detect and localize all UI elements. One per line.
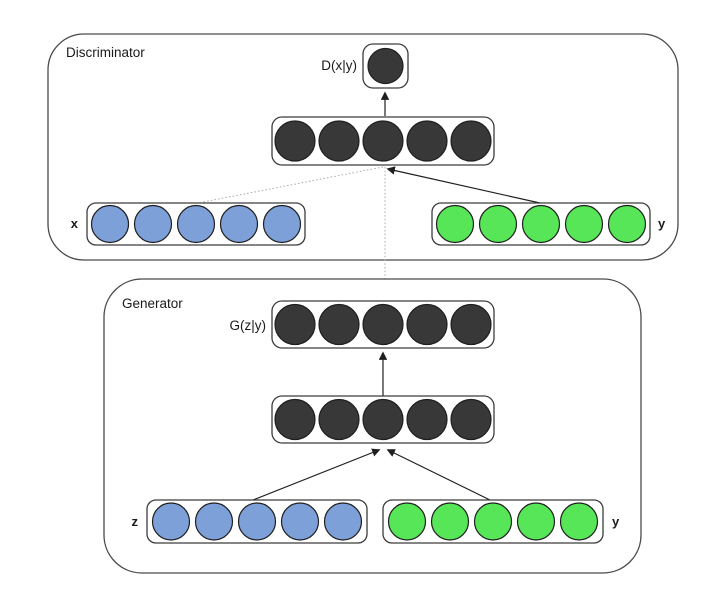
discriminator-input-y-node <box>478 204 518 244</box>
generator-input-y-node <box>473 502 513 541</box>
connection-y-to-hidden <box>386 166 541 204</box>
discriminator-input-x-label: x <box>71 216 79 231</box>
discriminator-hidden-node <box>406 120 448 162</box>
generator-hidden-nodes <box>274 398 492 441</box>
generator-input-z-nodes <box>151 502 363 541</box>
discriminator-input-x-node <box>90 204 130 244</box>
discriminator-input-x-node <box>176 204 216 244</box>
generator-input-z-node <box>194 502 234 541</box>
discriminator-hidden-node <box>274 120 316 162</box>
discriminator-output-label: D(x|y) <box>321 58 357 73</box>
discriminator-input-y-node <box>521 204 561 244</box>
discriminator-hidden-node <box>318 120 360 162</box>
generator-output-node <box>450 303 492 346</box>
discriminator-input-y-label: y <box>658 216 666 231</box>
discriminator-title: Discriminator <box>66 45 145 60</box>
discriminator-hidden-node <box>362 120 404 162</box>
generator-hidden-node <box>362 398 404 441</box>
generator-output-node <box>318 303 360 346</box>
generator-input-y-nodes <box>387 502 599 541</box>
generator-input-z-node <box>280 502 320 541</box>
generator-input-y-label: y <box>612 514 620 529</box>
generator-input-z-label: z <box>132 514 139 529</box>
generator-input-z-node <box>237 502 277 541</box>
discriminator-hidden-nodes <box>274 120 492 162</box>
discriminator-input-y-node <box>435 204 475 244</box>
discriminator-input-x-node <box>262 204 302 244</box>
connection-hidden-to-x-dotted <box>202 166 384 203</box>
generator-output-node <box>406 303 448 346</box>
discriminator-output-nodes <box>367 47 404 85</box>
generator-output-nodes <box>274 303 492 346</box>
generator-output-label: G(z|y) <box>230 318 267 333</box>
generator-title: Generator <box>122 296 183 311</box>
connection-z-to-hidden <box>252 448 381 501</box>
discriminator-hidden-node <box>450 120 492 162</box>
generator-input-y-node <box>387 502 427 541</box>
generator-hidden-node <box>450 398 492 441</box>
discriminator-output-node <box>367 47 404 85</box>
generator-hidden-node <box>274 398 316 441</box>
discriminator-input-y-node <box>607 204 647 244</box>
generator-input-z-node <box>151 502 191 541</box>
generator-input-y-node <box>516 502 556 541</box>
discriminator-input-x-node <box>133 204 173 244</box>
generator-input-y-node <box>559 502 599 541</box>
discriminator-input-x-nodes <box>90 204 302 244</box>
generator-output-node <box>362 303 404 346</box>
connection-y-to-hidden-gen <box>386 449 491 501</box>
generator-input-y-node <box>430 502 470 541</box>
discriminator-input-y-node <box>564 204 604 244</box>
discriminator-input-y-nodes <box>435 204 647 244</box>
discriminator-input-x-node <box>219 204 259 244</box>
generator-output-node <box>274 303 316 346</box>
generator-group: Generator G(z|y) z y <box>103 278 642 574</box>
generator-input-z-node <box>323 502 363 541</box>
generator-hidden-node <box>406 398 448 441</box>
discriminator-group: Discriminator D(x|y) x y <box>47 33 679 300</box>
generator-hidden-node <box>318 398 360 441</box>
